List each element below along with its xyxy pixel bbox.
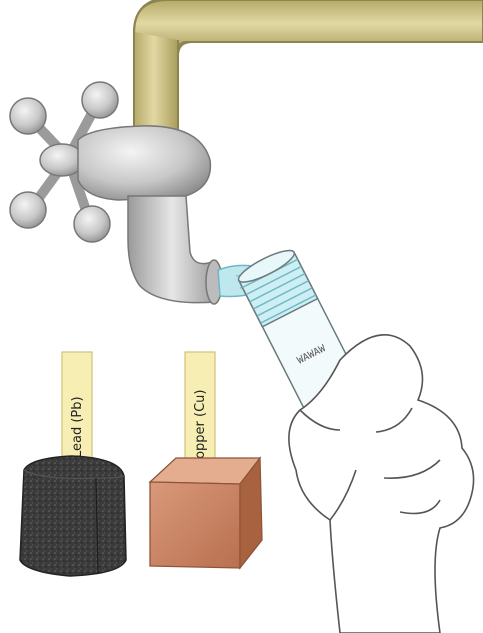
copper-label: Copper (Cu) (193, 390, 208, 468)
lead-sample: Lead (Pb) (20, 352, 126, 576)
faucet-icon (10, 82, 222, 304)
copper-sample: Copper (Cu) (150, 352, 262, 568)
lead-label: Lead (Pb) (70, 396, 85, 458)
pipe-icon (134, 0, 483, 130)
